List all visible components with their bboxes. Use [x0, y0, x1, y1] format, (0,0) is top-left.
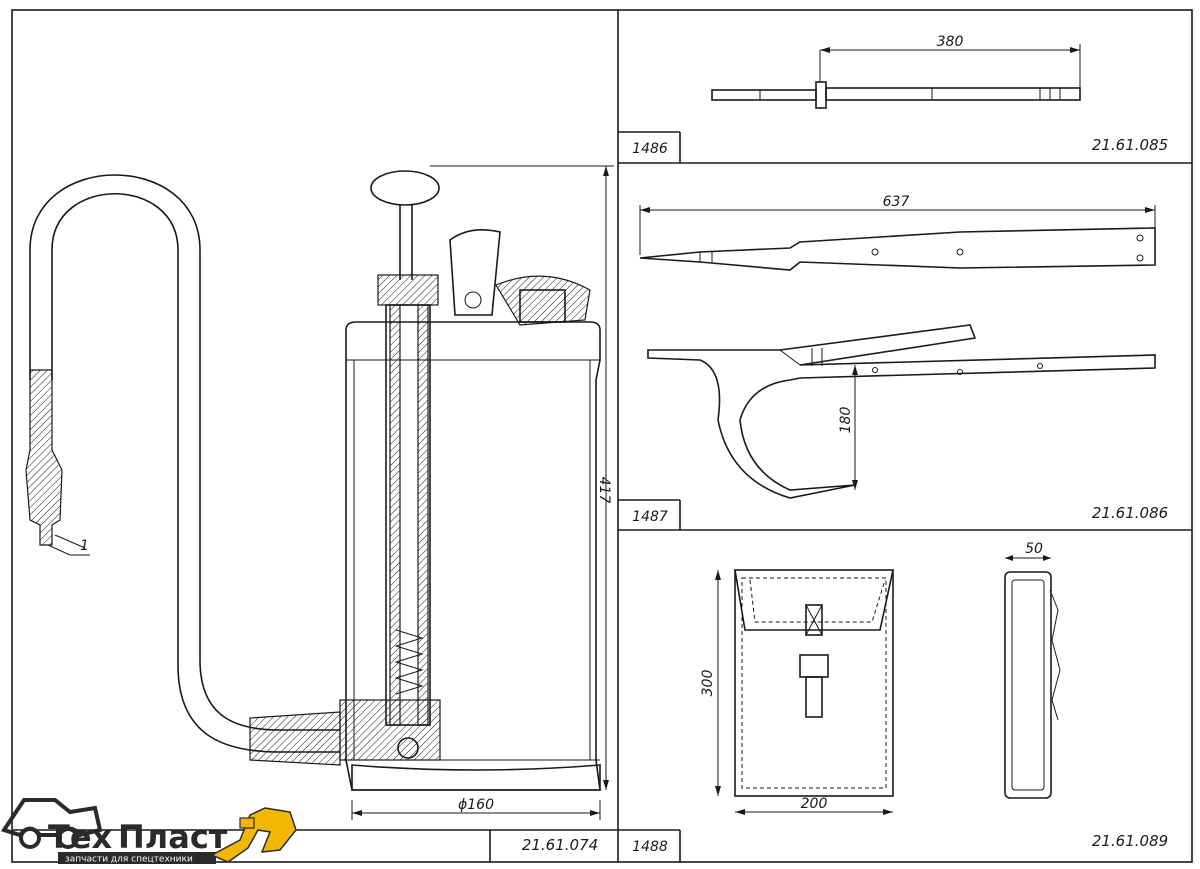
sprayer-drawing: 417 ϕ160 1 — [25, 165, 614, 820]
brand-part2: Пласт — [118, 818, 228, 856]
sprayer-callout-1: 1 — [80, 538, 89, 554]
lance-length-dim: 637 — [883, 194, 910, 210]
sprayer-drawing-code: 21.61.074 — [522, 836, 598, 854]
brand-part1: Тех — [48, 818, 113, 856]
rod-drawing-code: 21.61.085 — [1092, 136, 1168, 154]
brand-tagline: запчасти для спецтехники — [65, 855, 193, 865]
lance-drawing: 637 180 — [639, 194, 1156, 499]
bag-depth-dim: 50 — [1025, 541, 1043, 557]
bag-drawing: 300 200 50 — [700, 541, 1061, 815]
lance-drawing-number: 1487 — [632, 509, 668, 525]
excavator-icon — [210, 807, 297, 863]
rod-length-dim: 380 — [937, 34, 964, 50]
lance-height-dim: 180 — [838, 407, 854, 434]
bag-width-dim: 200 — [801, 796, 828, 812]
brand-logo: Тех Пласт запчасти для спецтехники — [0, 798, 297, 865]
lance-drawing-code: 21.61.086 — [1092, 504, 1168, 522]
sprayer-diameter-dim: ϕ160 — [458, 797, 494, 813]
rod-drawing: 380 — [711, 34, 1081, 109]
bag-drawing-number: 1488 — [632, 839, 668, 855]
sprayer-height-dim: 417 — [596, 477, 612, 504]
bag-height-dim: 300 — [700, 670, 716, 697]
rod-drawing-number: 1486 — [632, 141, 668, 157]
sheet-frame — [11, 9, 1193, 863]
bag-drawing-code: 21.61.089 — [1092, 832, 1168, 850]
